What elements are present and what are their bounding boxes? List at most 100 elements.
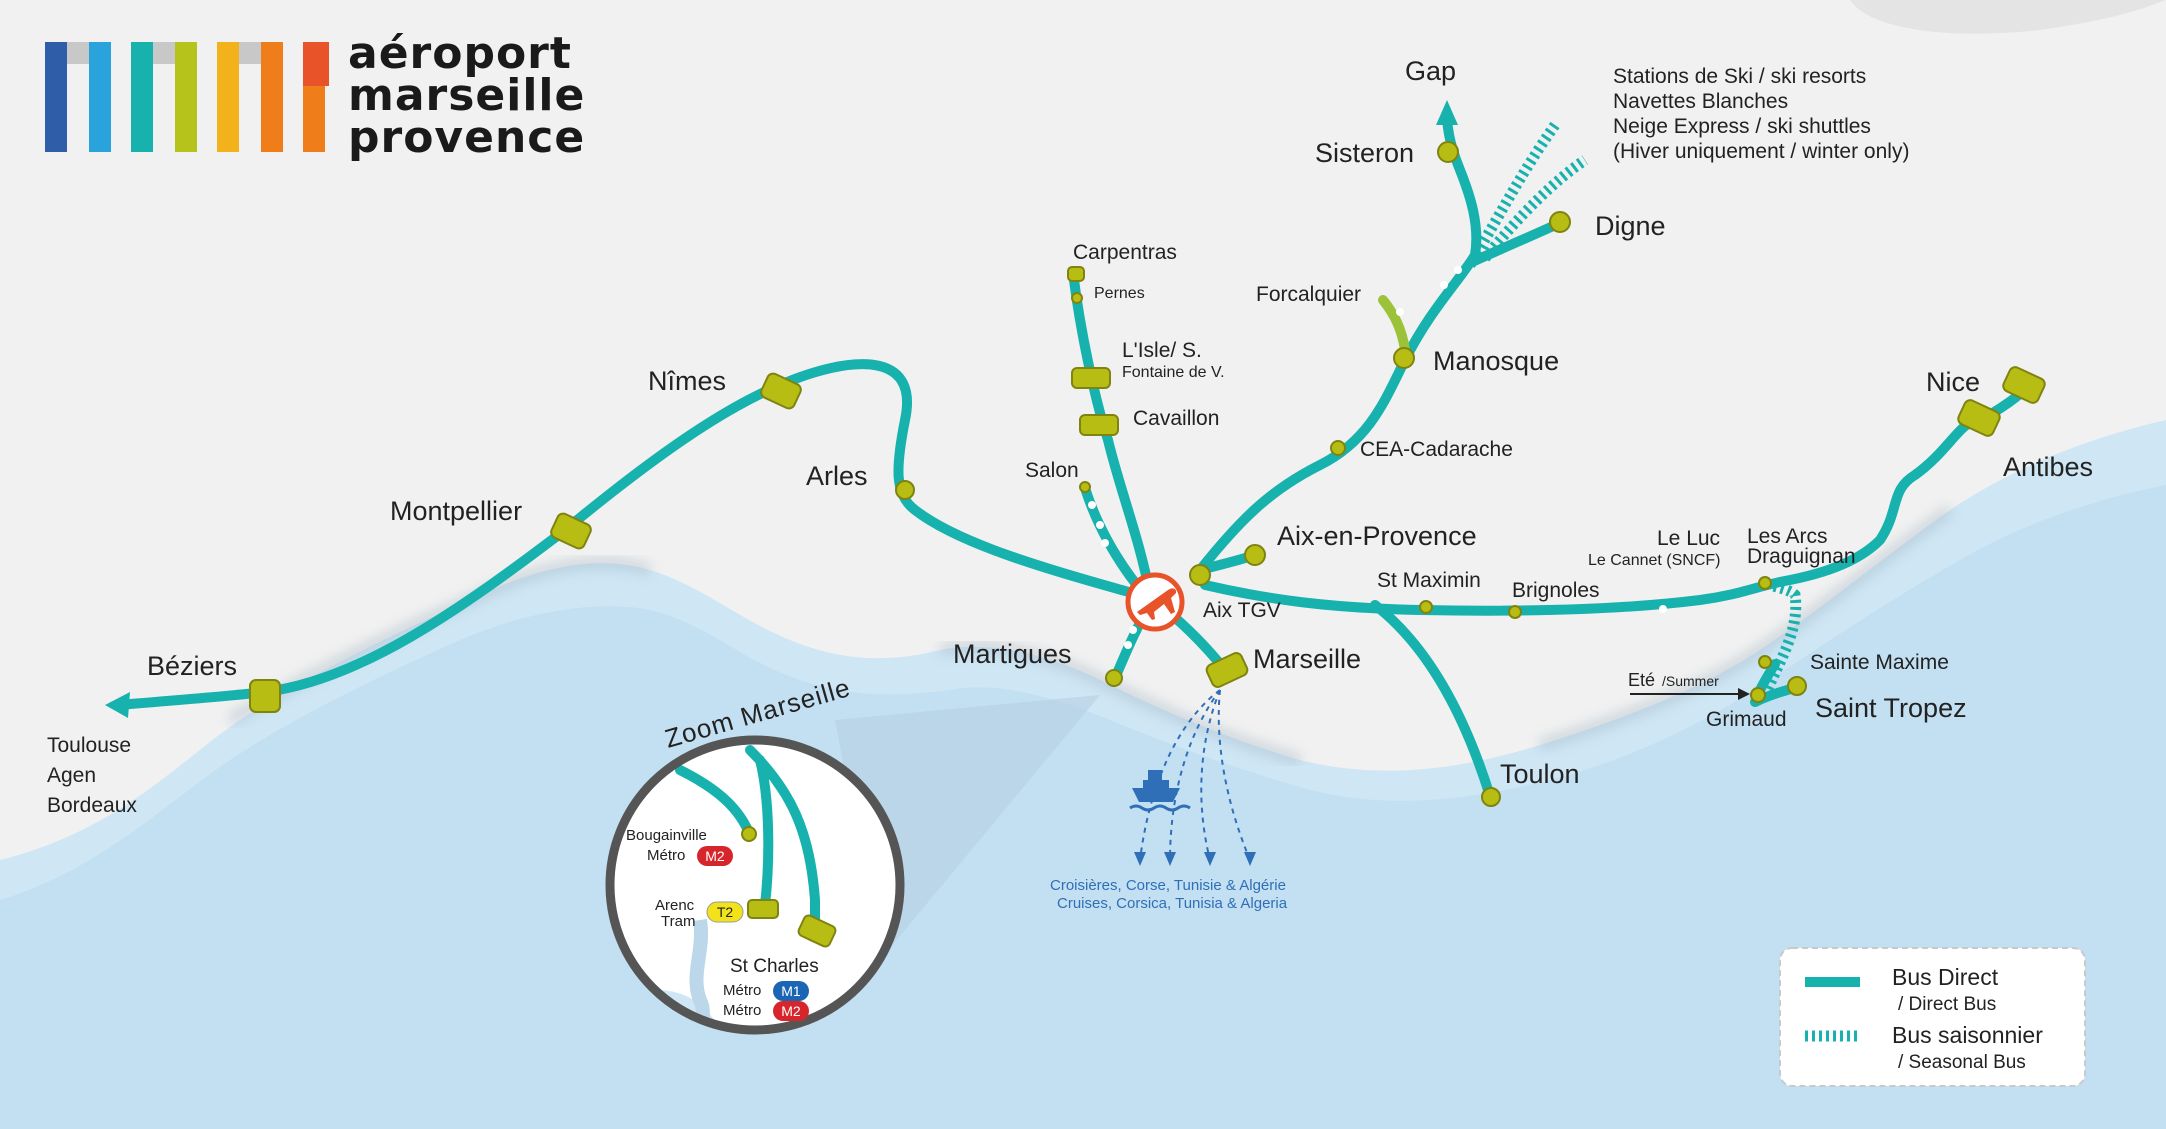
- zoom-tram: Tram: [661, 913, 695, 930]
- label-cavaillon: Cavaillon: [1133, 407, 1219, 430]
- stop-lesarcs: [1758, 576, 1772, 590]
- stop-sainttropez: [1787, 676, 1807, 696]
- sea: [0, 420, 2166, 1129]
- label-antibes: Antibes: [2003, 452, 2093, 482]
- ship-icon: [1129, 770, 1191, 812]
- badge-m2: [773, 1001, 809, 1021]
- route-carpentras: [1068, 267, 1155, 600]
- zoom-labels: Bougainville Métro M2 Arenc Tram T2 St C…: [626, 827, 819, 1021]
- route-toulon: [1370, 600, 1495, 801]
- airport-icon: [1125, 572, 1185, 632]
- zoom-bougainville: Bougainville: [626, 827, 707, 844]
- zoom-metro-m1: Métro: [723, 982, 761, 999]
- stop-marseille: [1205, 652, 1249, 688]
- label-aix: Aix-en-Provence: [1277, 521, 1477, 551]
- logo-mark: [45, 42, 329, 152]
- label-summer: /Summer: [1662, 673, 1719, 689]
- label-lisle-sub: Fontaine de V.: [1122, 364, 1225, 381]
- label-manosque: Manosque: [1433, 346, 1559, 376]
- label-martigues: Martigues: [953, 639, 1072, 669]
- zoom-marseille: [605, 735, 905, 1035]
- route-gap: [1195, 113, 1482, 575]
- label-gap: Gap: [1405, 56, 1456, 86]
- stop-antibes: [1957, 399, 2001, 437]
- zoom-arenc: Arenc: [655, 897, 695, 914]
- label-toulouse: Toulouse: [47, 734, 131, 757]
- seasonal-ski-2: [1480, 155, 1589, 262]
- stop-salon: [1079, 481, 1091, 493]
- route-west: [113, 359, 1155, 710]
- label-grimaud: Grimaud: [1706, 708, 1787, 731]
- label-agen: Agen: [47, 764, 96, 787]
- stop-toulon: [1481, 787, 1501, 807]
- summer-arrow: [1630, 688, 1750, 700]
- label-montpellier: Montpellier: [390, 496, 522, 526]
- zoom-stcharles: St Charles: [730, 956, 819, 977]
- label-lecannet: Le Cannet (SNCF): [1588, 552, 1721, 569]
- legend-seasonal-en: / Seasonal Bus: [1898, 1052, 2026, 1073]
- label-beziers: Béziers: [147, 651, 237, 681]
- minor-stops: [1088, 266, 1667, 649]
- stops: [249, 141, 2046, 807]
- ferry-line1: Croisières, Corse, Tunisie & Algérie: [1050, 877, 1286, 894]
- stop-stmaximin: [1419, 600, 1433, 614]
- ski-line3: Neige Express / ski shuttles: [1613, 115, 1871, 138]
- stop-brignoles: [1508, 605, 1522, 619]
- label-cea: CEA-Cadarache: [1360, 438, 1513, 461]
- stop-nice: [2002, 366, 2046, 404]
- legend-direct: Bus Direct: [1892, 964, 1999, 990]
- label-carpentras: Carpentras: [1073, 241, 1177, 264]
- stop-manosque: [1393, 347, 1415, 369]
- label-aixtgv: Aix TGV: [1203, 599, 1281, 622]
- label-draguignan: Draguignan: [1747, 545, 1856, 568]
- logo: aéroport marseille provence: [45, 28, 585, 163]
- badge-m2-b-text: M2: [705, 848, 725, 864]
- ski-line1: Stations de Ski / ski resorts: [1613, 65, 1866, 88]
- badge-m1-text: M1: [781, 983, 801, 999]
- stop-martigues: [1105, 669, 1123, 687]
- zoom-metro-b: Métro: [647, 847, 685, 864]
- seasonal-sainttropez: [1759, 579, 1802, 698]
- label-digne: Digne: [1595, 211, 1666, 241]
- stop-cea: [1330, 440, 1346, 456]
- zoom-metro-m2: Métro: [723, 1002, 761, 1019]
- stop-nimes: [760, 372, 802, 410]
- stop-grimaud: [1750, 687, 1766, 703]
- label-lisle: L'Isle/ S.: [1122, 339, 1202, 362]
- stop-carpentras: [1067, 266, 1085, 282]
- label-salon: Salon: [1025, 459, 1079, 482]
- ski-note: Stations de Ski / ski resorts Navettes B…: [1613, 65, 1909, 163]
- badge-m2-b: [697, 846, 733, 866]
- label-forcalquier: Forcalquier: [1256, 283, 1361, 306]
- stop-lisle: [1071, 367, 1111, 389]
- label-pernes: Pernes: [1094, 285, 1145, 302]
- badge-t2-text: T2: [717, 904, 734, 920]
- stop-aixtgv: [1189, 564, 1211, 586]
- stop-cavaillon: [1079, 414, 1119, 436]
- legend: [1779, 947, 2086, 1087]
- logo-line2: marseille: [348, 70, 585, 121]
- stop-montpellier: [550, 512, 592, 550]
- seasonal-routes: [1465, 121, 1802, 698]
- arrow-north: [1436, 100, 1458, 125]
- stop-saintemaxime: [1758, 655, 1772, 669]
- label-arles: Arles: [806, 461, 868, 491]
- route-forcalquier: [1378, 295, 1410, 355]
- label-nimes: Nîmes: [648, 366, 726, 396]
- stop-pernes: [1071, 292, 1083, 304]
- label-bordeaux: Bordeaux: [47, 794, 137, 817]
- label-stmaximin: St Maximin: [1377, 569, 1481, 592]
- legend-direct-en: / Direct Bus: [1898, 994, 1996, 1015]
- logo-line1: aéroport: [348, 28, 572, 79]
- route-east: [1200, 380, 2035, 616]
- badge-t2: [706, 901, 744, 923]
- label-saintemaxime: Sainte Maxime: [1810, 651, 1949, 674]
- stop-beziers: [249, 679, 281, 713]
- label-nice: Nice: [1926, 367, 1980, 397]
- arrow-west: [105, 692, 130, 718]
- label-leluc: Le Luc: [1657, 527, 1720, 550]
- stop-arles: [895, 480, 915, 500]
- legend-labels: Bus Direct / Direct Bus Bus saisonnier /…: [1892, 964, 2043, 1073]
- stop-digne: [1549, 211, 1571, 233]
